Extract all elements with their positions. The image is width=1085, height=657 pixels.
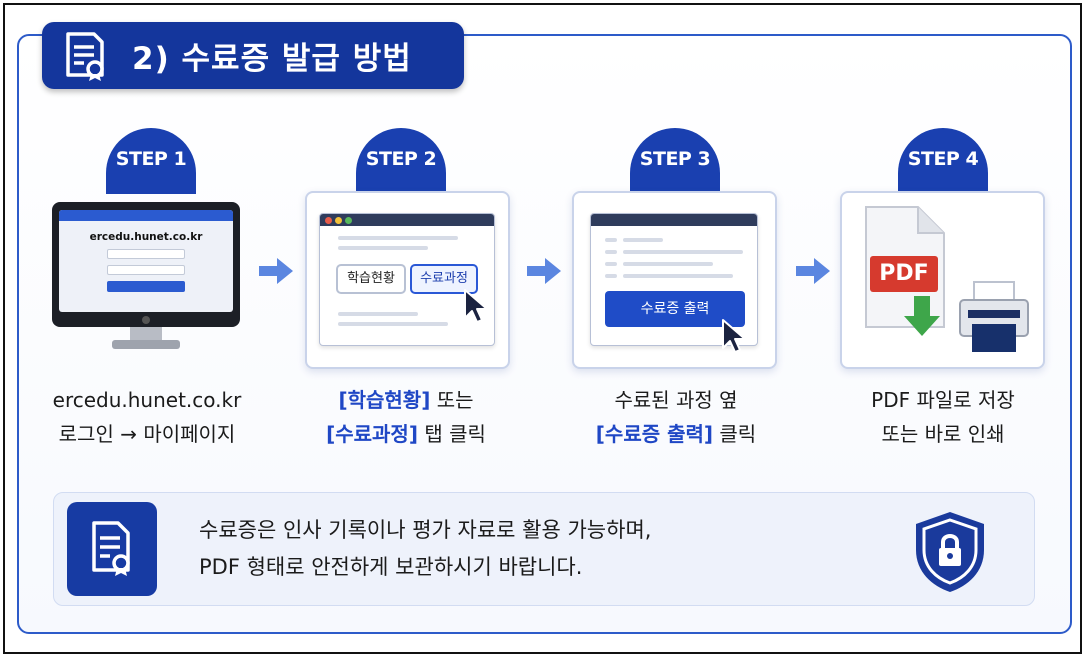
shield-lock-icon [916, 512, 984, 592]
step-3-caption: 수료된 과정 옆 [수료증 출력] 클릭 [551, 383, 801, 451]
arrow-right-icon [259, 258, 293, 284]
printer-icon [959, 281, 1029, 352]
mouse-cursor-icon [722, 319, 746, 353]
step-4-caption-line1: PDF 파일로 저장 [871, 388, 1015, 412]
step-2-highlight-1: [학습현황] [338, 388, 431, 412]
step-2-highlight-2: [수료과정] [326, 422, 418, 446]
monitor-illustration: ercedu.hunet.co.kr [52, 202, 240, 350]
step-1-badge: STEP 1 [106, 128, 196, 194]
info-text-line1: 수료증은 인사 기록이나 평가 자료로 활용 가능하며, [199, 518, 652, 542]
outer-border [3, 3, 1082, 654]
info-text-line2: PDF 형태로 안전하게 보관하시기 바랍니다. [199, 555, 583, 579]
certificate-icon [66, 31, 104, 81]
step-1-caption-line1: ercedu.hunet.co.kr [52, 388, 242, 412]
print-certificate-button: 수료증 출력 [605, 291, 745, 327]
login-id-field [107, 249, 185, 259]
step-1-caption: ercedu.hunet.co.kr 로그인 → 마이페이지 [22, 383, 272, 451]
step-2-badge: STEP 2 [356, 128, 446, 194]
login-button [107, 281, 185, 292]
info-icon-box [67, 502, 157, 596]
page-title: 2) 수료증 발급 방법 [132, 41, 412, 77]
arrow-right-icon [527, 258, 561, 284]
login-site-url: ercedu.hunet.co.kr [89, 231, 203, 243]
pdf-label: PDF [870, 256, 938, 292]
step-2-caption-line1: 또는 [430, 388, 474, 412]
certificate-icon [92, 521, 130, 576]
step-4-caption: PDF 파일로 저장 또는 바로 인쇄 [818, 383, 1068, 451]
info-box [53, 492, 1035, 606]
step-2-caption: [학습현황] 또는 [수료과정] 탭 클릭 [281, 383, 531, 451]
title-banner: 2) 수료증 발급 방법 [42, 22, 464, 89]
mouse-cursor-icon [464, 289, 488, 323]
step-3-caption-line2: 클릭 [713, 422, 757, 446]
step-3-highlight: [수료증 출력] [595, 422, 714, 446]
step-1-caption-line2: 로그인 → 마이페이지 [58, 422, 236, 446]
learning-status-tab: 학습현황 [336, 264, 406, 294]
arrow-right-icon [796, 258, 830, 284]
login-password-field [107, 265, 185, 275]
step-4-badge: STEP 4 [898, 128, 988, 194]
download-arrow-icon [904, 296, 940, 336]
completed-courses-tab: 수료과정 [410, 264, 478, 294]
step-3-caption-line1: 수료된 과정 옆 [614, 388, 738, 412]
info-text: 수료증은 인사 기록이나 평가 자료로 활용 가능하며, PDF 형태로 안전하… [199, 512, 651, 586]
step-2-caption-line2: 탭 클릭 [417, 422, 486, 446]
step-3-badge: STEP 3 [630, 128, 720, 194]
step-4-caption-line2: 또는 바로 인쇄 [881, 422, 1005, 446]
